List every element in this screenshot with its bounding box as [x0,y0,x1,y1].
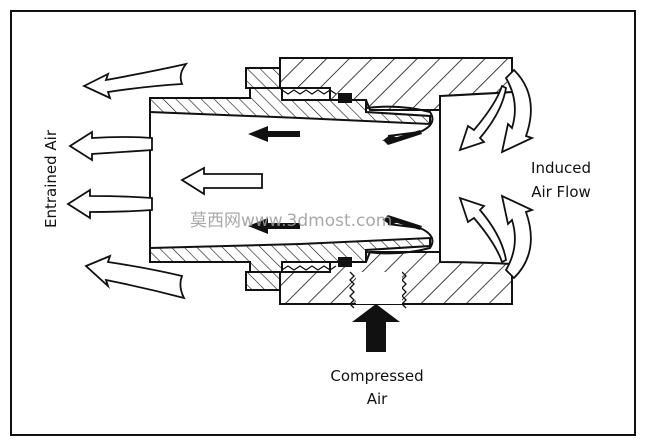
label-air: Air [367,390,388,408]
o-ring-top [338,93,352,103]
entrained-air-arrows [66,62,263,300]
induced-air-arrows [458,68,535,280]
label-entrained-air: Entrained Air [42,129,60,228]
label-induced: Induced [531,159,591,177]
inlet-thread-left [349,271,355,309]
inner-tube [149,67,431,291]
thread-top [281,89,337,95]
label-compressed: Compressed [330,367,423,385]
air-inlet-port [356,272,402,304]
inlet-thread-right [401,271,407,309]
annular-gap-bottom [365,223,434,255]
annular-gap-top [365,105,434,137]
thread-bottom [281,265,337,271]
watermark-text: 莫西网www.3dmost.com [190,211,392,231]
o-ring-bottom [338,257,352,267]
label-air-flow: Air Flow [531,183,591,201]
compressed-air-arrow [352,304,400,352]
primary-flow-arrows [248,126,422,234]
figure-border [10,10,636,436]
